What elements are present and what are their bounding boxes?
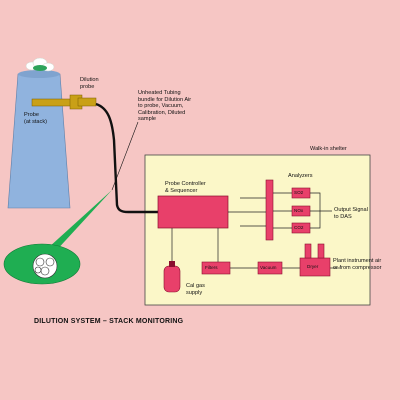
dryer-column-1: [304, 243, 312, 259]
tubing-bundle-line: [95, 102, 158, 214]
dryer-column-2: [317, 243, 325, 259]
cal-gas-valve: [169, 261, 175, 267]
smoke-green: [33, 65, 47, 71]
vacuum-box: [257, 261, 283, 275]
analyzer-2-label: NOx: [294, 208, 304, 213]
tubing-bundle-label: Unheated Tubing bundle for Dilution Air …: [138, 90, 192, 123]
cross-section-tubes: [34, 257, 55, 276]
cal-gas-label: Cal gas supply: [186, 283, 205, 296]
probe-at-stack-label: Probe (at stack): [24, 112, 48, 125]
dryer-box: [299, 257, 331, 277]
vacuum-label: Vacuum: [260, 265, 277, 270]
diagram-caption: DILUTION SYSTEM – STACK MONITORING: [34, 318, 184, 325]
stack: [7, 73, 71, 209]
analyzer-manifold: [265, 179, 274, 241]
stack-top: [18, 70, 60, 78]
walk-in-shelter-label: Walk-in shelter: [310, 146, 347, 152]
output-signal-label: Output Signal to DAS: [334, 207, 368, 220]
analyzer-1-label: SO2: [294, 190, 304, 195]
tubing-leader: [111, 121, 139, 191]
filters-box: [201, 261, 231, 275]
probe-controller-box: [157, 195, 229, 229]
filters-label: Filters: [205, 265, 218, 270]
plant-air-label: Plant instrument air or from compressor: [333, 258, 382, 271]
signal-lines: [228, 192, 332, 229]
dryer-label: Dryer: [307, 264, 319, 269]
cal-gas-cylinder: [163, 265, 181, 293]
dilution-probe-label: Dilution probe: [80, 77, 99, 90]
sample-lines: [171, 228, 340, 269]
probe-body: [77, 97, 97, 107]
analyzer-3-label: CO2: [294, 225, 304, 230]
analyzers-label: Analyzers: [288, 173, 313, 179]
probe-controller-label: Probe Controller & Sequencer: [165, 181, 206, 194]
walk-in-shelter-box: [144, 154, 371, 306]
